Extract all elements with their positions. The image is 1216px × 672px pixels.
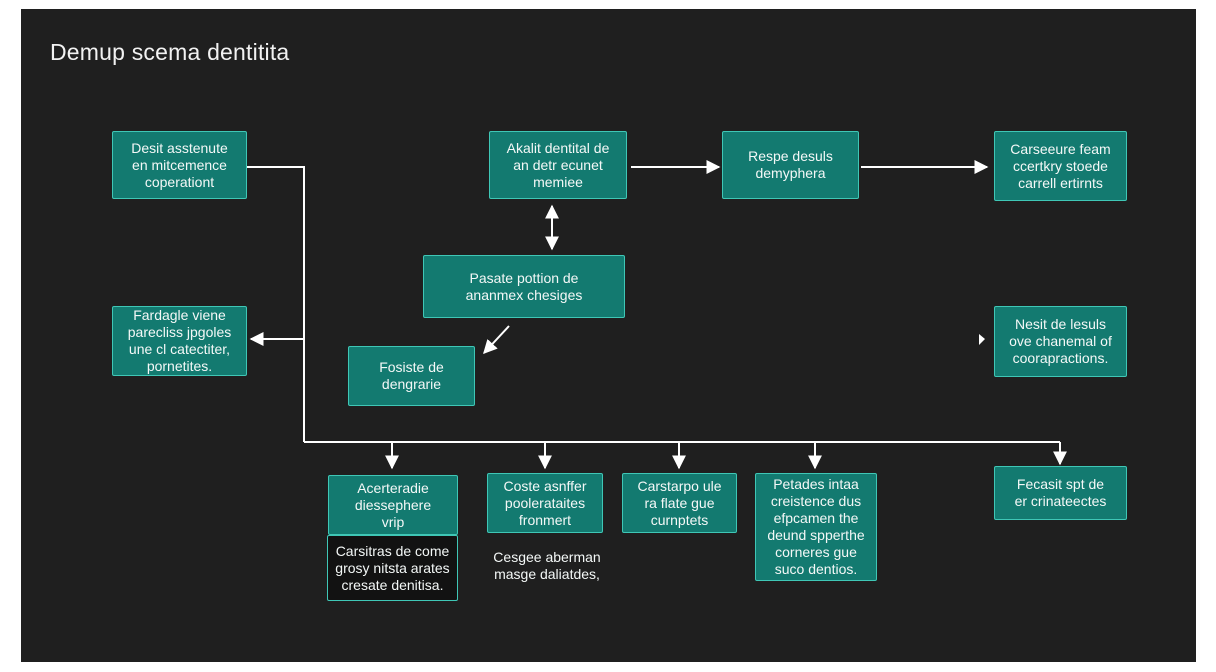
node-n13: Fecasit spt de er crinateectes bbox=[994, 466, 1127, 520]
node-n8: Nesit de lesuls ove chanemal of coorapra… bbox=[994, 306, 1127, 377]
diagram-title: Demup scema dentitita bbox=[50, 39, 290, 65]
node-n6: Fardagle viene parecliss jpgoles une cl … bbox=[112, 306, 247, 376]
node-n12: Petades intaa creistence dus efpcamen th… bbox=[755, 473, 877, 581]
node-n7: Fosiste de dengrarie bbox=[348, 346, 475, 406]
note-n9-detail: Carsitras de come grosy nitsta arates cr… bbox=[327, 535, 458, 601]
node-n5: Pasate pottion de ananmex chesiges bbox=[423, 255, 625, 318]
diagram-canvas: Demup scema dentitita bbox=[21, 9, 1196, 662]
node-n3: Respe desuls demyphera bbox=[722, 131, 859, 199]
node-n4: Carseeure feam ccertkry stoede carrell e… bbox=[994, 131, 1127, 201]
node-n1: Desit asstenute en mitcemence coperation… bbox=[112, 131, 247, 199]
node-n2: Akalit dentital de an detr ecunet memiee bbox=[489, 131, 627, 199]
pointer-n8 bbox=[979, 334, 985, 345]
node-n9: Acerteradie diessephere vrip bbox=[328, 475, 458, 535]
node-n11: Carstarpo ule ra flate gue curnptets bbox=[622, 473, 737, 533]
node-n10: Coste asnffer poolerataites fronmert bbox=[487, 473, 603, 533]
edge-n5-n7 bbox=[483, 325, 510, 355]
edges-layer bbox=[247, 160, 1067, 470]
edge-n1-trunk bbox=[247, 166, 305, 442]
note-n10-detail: Cesgee aberman masge daliatdes, bbox=[493, 549, 601, 582]
